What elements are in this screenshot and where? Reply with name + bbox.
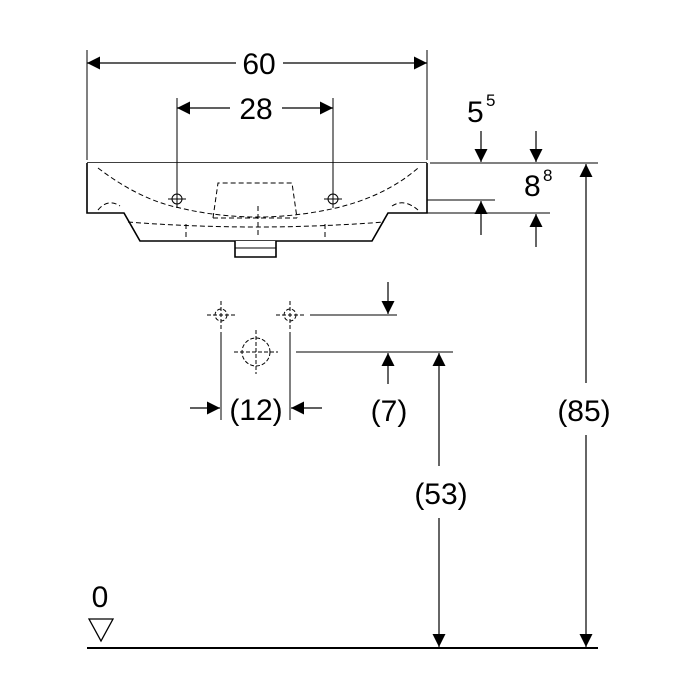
waste-height-label: (53)	[414, 478, 467, 511]
connection-extension-lines	[220, 314, 453, 420]
supply-point-left	[207, 301, 235, 329]
dimension-width: 60	[87, 48, 427, 81]
rim-thickness-superscript: 5	[486, 91, 495, 110]
floor-reference: 0	[87, 581, 598, 649]
dimension-rim-height: (85)	[557, 164, 611, 647]
connection-spacing-label: (12)	[229, 394, 282, 427]
washbasin-outline	[86, 162, 428, 258]
width-label: 60	[242, 48, 275, 81]
waste-point	[234, 330, 278, 374]
tap-hole-spacing-label: 28	[239, 93, 272, 126]
overflow-depth-label: 8	[524, 170, 541, 203]
connection-offset-label: (7)	[371, 395, 408, 428]
level-triangle-icon	[87, 618, 115, 643]
floor-level-label: 0	[92, 581, 109, 614]
rim-height-label: (85)	[557, 395, 610, 428]
dimension-connection-offset: (7)	[371, 282, 408, 428]
dimension-waste-height: (53)	[414, 353, 468, 647]
dimension-overflow-depth: 8 8	[524, 131, 552, 247]
overflow-depth-superscript: 8	[543, 166, 552, 185]
dimension-connection-spacing: (12)	[190, 394, 322, 427]
supply-point-right	[276, 301, 304, 329]
rim-thickness-label: 5	[467, 96, 484, 129]
washbasin-hidden-lines	[97, 167, 419, 238]
dimension-rim-thickness: 5 5	[467, 91, 495, 235]
dimension-tap-hole-spacing: 28	[177, 93, 333, 126]
